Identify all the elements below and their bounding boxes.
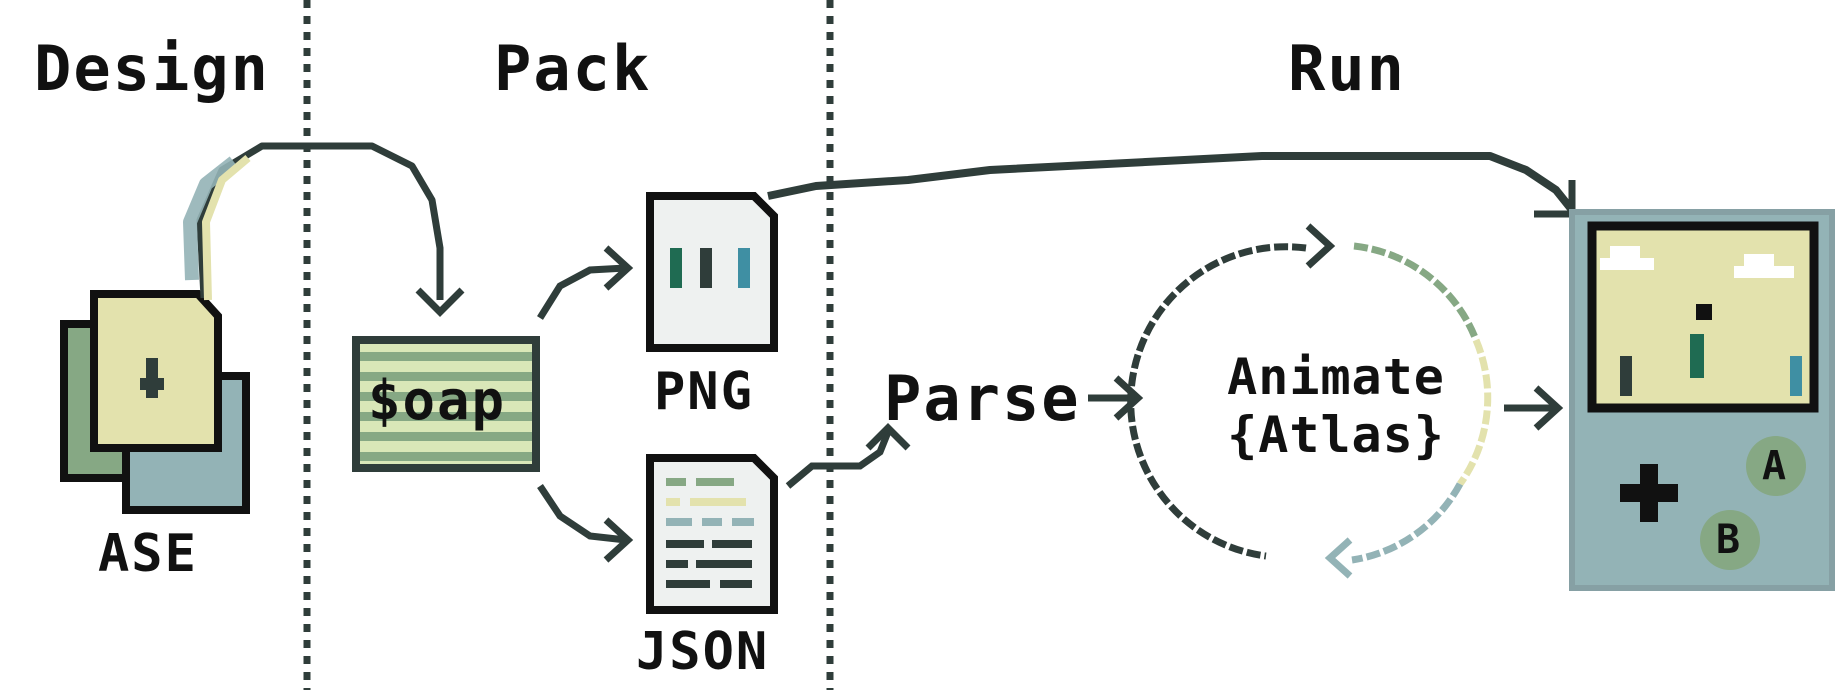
arc-ase-color-trail — [183, 156, 239, 281]
png-file-icon — [646, 192, 778, 352]
section-title-design: Design — [34, 32, 270, 105]
json-file-label: JSON — [636, 622, 770, 682]
animate-step-label-line1: Animate — [1227, 348, 1445, 406]
soap-tool-label: $oap — [368, 369, 507, 432]
section-title-run: Run — [1288, 32, 1406, 105]
arrow-soap-to-png — [537, 264, 627, 320]
json-file-icon — [646, 454, 778, 614]
arrow-animate-to-device — [1504, 385, 1564, 431]
handheld-device — [1569, 209, 1835, 591]
arrowhead-soap — [415, 287, 465, 317]
animate-loop-sage — [1353, 242, 1480, 342]
button-b-label: B — [1716, 517, 1743, 563]
animate-loop-blue — [1351, 482, 1464, 564]
soap-tool-box — [352, 336, 540, 472]
png-file-label: PNG — [654, 362, 754, 422]
animate-loop-dark — [1127, 243, 1307, 560]
parse-step-label: Parse — [884, 362, 1081, 435]
ase-file-icon — [60, 290, 250, 514]
dpad-icon — [1620, 464, 1678, 522]
button-b-icon — [1700, 510, 1760, 570]
arc-ase-to-soap — [196, 142, 444, 300]
button-a-icon — [1746, 436, 1806, 496]
section-title-pack: Pack — [494, 32, 652, 105]
animate-loop-cream — [1457, 338, 1492, 487]
button-a-label: A — [1762, 443, 1789, 489]
animate-step-label-line2: {Atlas} — [1227, 406, 1445, 464]
ase-file-label: ASE — [98, 524, 198, 584]
arrow-soap-to-json — [537, 484, 627, 544]
arrow-json-to-parse — [785, 430, 892, 489]
arrow-png-to-device — [767, 152, 1576, 213]
